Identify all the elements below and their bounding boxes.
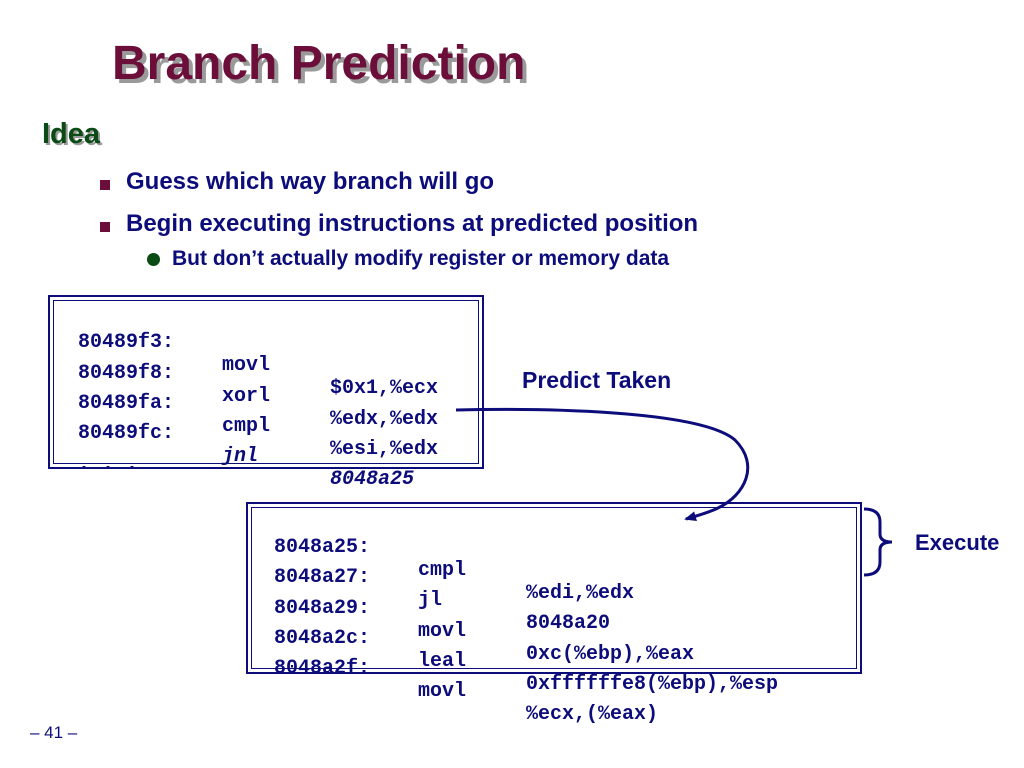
square-bullet-icon [100,180,110,190]
code-opcode: movl [418,680,467,703]
bullet-1: Guess which way branch will go [126,168,495,195]
code-row: 80489f3: movl $0x1,%ecx [78,308,498,400]
code-opcode: movl [222,354,271,377]
square-bullet-icon [100,222,110,232]
page-number: – 41 – [30,723,78,742]
code-address: 8048a27: [274,566,371,589]
code-operands: 0xc(%ebp),%eax [526,643,695,666]
code-address: 80489fa: [78,392,175,415]
round-bullet-icon [147,253,160,266]
code-operands: %ecx,(%eax) [526,703,659,726]
code-address: 80489f8: [78,362,175,385]
code-row: . . . [78,430,498,476]
code-opcode: movl [418,620,467,643]
code-block-1 [48,295,484,469]
branch-arrow [455,407,750,522]
code-address: 8048a29: [274,597,371,620]
code-opcode: jl [418,589,443,612]
execute-brace-icon [863,507,893,577]
sub-bullet-1: But don’t actually modify register or me… [172,247,670,270]
code-row: 80489fc: jnl 8048a25 [78,399,498,491]
code-ellipsis: . . . [78,453,139,476]
code-opcode: jnl [222,445,259,468]
code-operands: 8048a20 [526,612,611,635]
code-operands: %esi,%edx [330,438,439,461]
code-operands: %edx,%edx [330,408,439,431]
code-row: 8048a2c: leal 0xffffffe8(%ebp),%esp [274,604,854,696]
predict-taken-label: Predict Taken [522,367,672,393]
code-operands: 8048a25 [330,468,415,491]
code-block-1-text: 80489f3: movl $0x1,%ecx 80489f8: xorl %e… [78,308,438,491]
code-address: 8048a2c: [274,627,371,650]
code-opcode: xorl [222,385,271,408]
code-address: 8048a25: [274,536,371,559]
slide-title: Branch Prediction [112,37,526,90]
code-block-2-text: 8048a25: cmpl %edi,%edx 8048a27: jl 8048… [274,513,778,726]
code-block-2-inner-border [251,507,857,669]
bullet-2: Begin executing instructions at predicte… [126,210,699,237]
code-block-2 [246,502,862,674]
code-opcode: leal [418,650,467,673]
code-row: 8048a27: jl 8048a20 [274,543,854,635]
code-address: 8048a2f: [274,657,371,680]
code-row: 8048a29: movl 0xc(%ebp),%eax [274,574,854,666]
code-row: 80489f8: xorl %edx,%edx [78,339,498,431]
code-operands: %edi,%edx [526,582,635,605]
code-row: 80489fa: cmpl %esi,%edx [78,369,498,461]
code-operands: $0x1,%ecx [330,377,439,400]
code-block-1-inner-border [53,300,479,464]
code-opcode: cmpl [222,415,271,438]
section-heading: Idea [42,118,101,150]
execute-label: Execute [915,530,1000,555]
code-address: 80489fc: [78,422,175,445]
code-address: 80489f3: [78,331,175,354]
code-opcode: cmpl [418,559,467,582]
code-operands: 0xffffffe8(%ebp),%esp [526,673,779,696]
code-row: 8048a25: cmpl %edi,%edx [274,513,854,605]
code-row: 8048a2f: movl %ecx,(%eax) [274,634,854,726]
